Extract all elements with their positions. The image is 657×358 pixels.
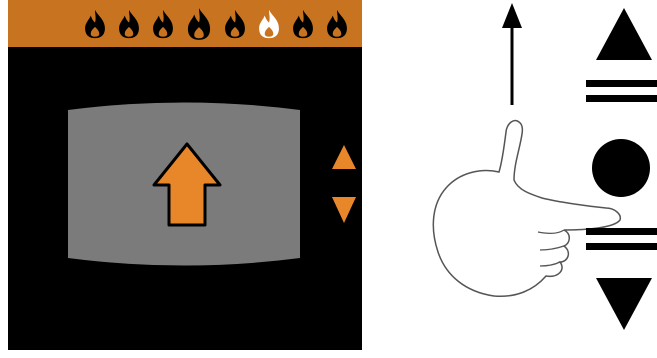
scroll-up-triangle-icon[interactable]	[332, 145, 356, 169]
flame-icon[interactable]	[114, 7, 144, 41]
flame-icon[interactable]	[148, 7, 178, 41]
pointing-hand-icon	[433, 121, 620, 297]
scroll-down-triangle-icon[interactable]	[332, 197, 356, 223]
device-screen	[8, 0, 362, 350]
menu-area	[8, 47, 362, 350]
flame-icon[interactable]	[220, 7, 250, 41]
arrow-up-icon	[502, 3, 522, 105]
flame-level-bar[interactable]	[8, 0, 362, 47]
remote-down-triangle-icon	[596, 278, 652, 330]
remote-up-triangle-icon	[596, 8, 652, 60]
flame-icon[interactable]	[322, 7, 352, 41]
flame-icon[interactable]	[288, 7, 318, 41]
remote-separator-top	[586, 80, 657, 102]
gesture-illustration	[362, 0, 657, 358]
flame-icon[interactable]	[254, 7, 284, 41]
remote-separator-bottom	[586, 228, 657, 250]
flame-icon[interactable]	[182, 5, 216, 43]
flame-icon[interactable]	[80, 7, 110, 41]
remote-circle-button-icon	[592, 139, 650, 197]
